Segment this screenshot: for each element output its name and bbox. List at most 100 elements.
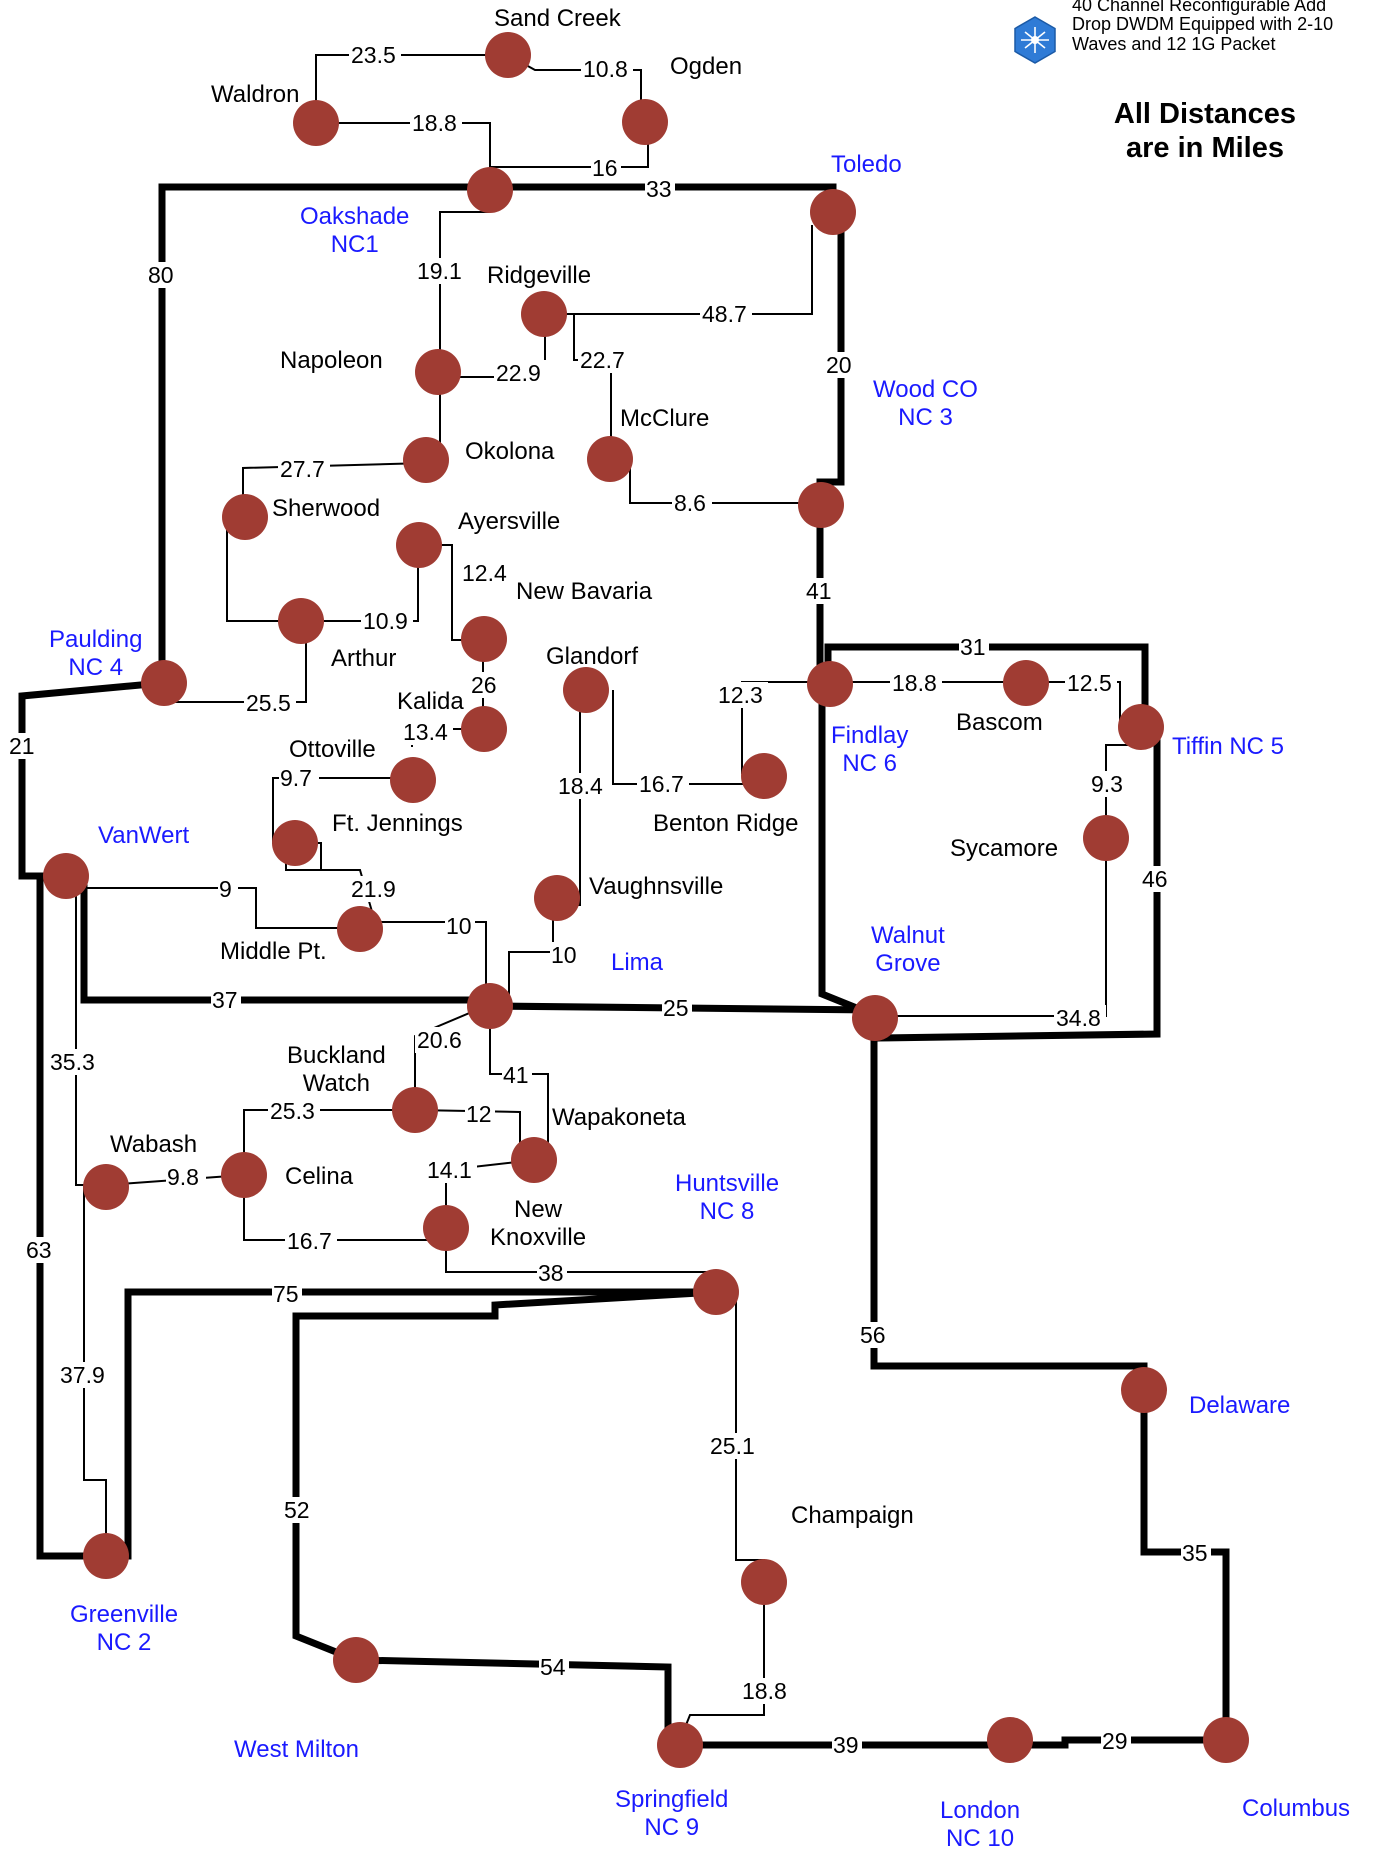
label-toledo: Toledo <box>831 151 902 178</box>
dist-25-5: 25.5 <box>246 690 291 716</box>
dist-25-1: 25.1 <box>710 1433 755 1459</box>
label-delaware: Delaware <box>1189 1392 1291 1419</box>
label-west-milton: West Milton <box>234 1736 359 1763</box>
label-wabash: Wabash <box>110 1131 198 1158</box>
dist-12-3: 12.3 <box>718 682 763 708</box>
node-sycamore[interactable] <box>1083 815 1129 861</box>
node-huntsville[interactable] <box>693 1269 739 1315</box>
dist-46: 46 <box>1142 866 1168 892</box>
node-ridgeville[interactable] <box>521 291 567 337</box>
node-arthur[interactable] <box>278 598 324 644</box>
dist-75: 75 <box>273 1281 299 1307</box>
dist-18-4: 18.4 <box>558 773 603 799</box>
node-wabash[interactable] <box>83 1164 129 1210</box>
node-middle-pt[interactable] <box>337 906 383 952</box>
node-bascom[interactable] <box>1003 660 1049 706</box>
node-london[interactable] <box>987 1717 1033 1763</box>
label-champaign: Champaign <box>791 1502 914 1529</box>
dist-22-9: 22.9 <box>496 360 541 386</box>
node-benton-ridge[interactable] <box>741 753 787 799</box>
label-new-knoxville: New Knoxville <box>490 1196 587 1251</box>
node-waldron[interactable] <box>293 100 339 146</box>
label-kalida: Kalida <box>397 688 464 715</box>
node-wood-co[interactable] <box>798 482 844 528</box>
dist-18-8-champaign: 18.8 <box>742 1678 787 1704</box>
label-vanwert: VanWert <box>98 822 190 849</box>
label-ogden: Ogden <box>670 53 743 80</box>
dist-63: 63 <box>26 1237 52 1263</box>
node-springfield[interactable] <box>657 1722 703 1768</box>
node-okolona[interactable] <box>403 437 449 483</box>
node-vaughnsville[interactable] <box>534 875 580 921</box>
dist-16-7-celina: 16.7 <box>287 1228 332 1254</box>
dist-10-9: 10.9 <box>363 608 408 634</box>
node-findlay[interactable] <box>807 661 853 707</box>
node-champaign[interactable] <box>741 1559 787 1605</box>
node-wapakoneta[interactable] <box>511 1137 557 1183</box>
dist-16-7-benton: 16.7 <box>639 771 684 797</box>
link-vaughnsville-lima <box>508 890 554 1000</box>
label-findlay: Findlay NC 6 <box>831 722 909 777</box>
label-ottoville: Ottoville <box>289 736 376 763</box>
node-new-knoxville[interactable] <box>423 1205 469 1251</box>
node-columbus[interactable] <box>1203 1717 1249 1763</box>
dist-9-7: 9.7 <box>280 765 312 791</box>
node-tiffin[interactable] <box>1118 704 1164 750</box>
dist-38: 38 <box>538 1260 564 1286</box>
node-sand-creek[interactable] <box>485 32 531 78</box>
dist-48-7: 48.7 <box>702 301 747 327</box>
dist-21: 21 <box>9 733 35 759</box>
dist-37-9: 37.9 <box>60 1362 105 1388</box>
node-toledo[interactable] <box>810 189 856 235</box>
node-west-milton[interactable] <box>333 1637 379 1683</box>
dist-12-5: 12.5 <box>1067 670 1112 696</box>
node-oakshade[interactable] <box>467 167 513 213</box>
node-mcclure[interactable] <box>587 436 633 482</box>
distance-note: All Distances are in Miles <box>1113 98 1297 164</box>
label-tiffin: Tiffin NC 5 <box>1172 733 1285 760</box>
link-arthur-ayersville <box>301 545 419 622</box>
dwdm-add-drop-icon <box>1014 16 1056 64</box>
node-napoleon[interactable] <box>415 349 461 395</box>
node-kalida[interactable] <box>461 706 507 752</box>
label-paulding: Paulding NC 4 <box>49 626 143 681</box>
label-celina: Celina <box>285 1163 354 1190</box>
label-new-bavaria: New Bavaria <box>516 578 653 605</box>
link-toledo-ridgeville <box>544 225 813 315</box>
dist-18-8-waldron: 18.8 <box>412 110 457 136</box>
dist-35-3: 35.3 <box>50 1049 95 1075</box>
node-vanwert[interactable] <box>43 853 89 899</box>
dist-37: 37 <box>212 987 238 1013</box>
dist-27-7: 27.7 <box>280 456 325 482</box>
dist-19-1: 19.1 <box>417 258 462 284</box>
node-sherwood[interactable] <box>222 494 268 540</box>
dist-29: 29 <box>1102 1728 1128 1754</box>
legend-text: 40 Channel Reconfigurable Add Drop DWDM … <box>1072 0 1334 54</box>
trunk-walnutgrove-delaware <box>870 1015 1148 1390</box>
node-ft-jennings[interactable] <box>272 820 318 866</box>
node-ayersville[interactable] <box>396 522 442 568</box>
trunk-westmilton-springfield <box>355 1656 680 1749</box>
node-walnut-grove[interactable] <box>852 995 898 1041</box>
dist-9-3: 9.3 <box>1091 771 1123 797</box>
dist-23-5: 23.5 <box>351 42 396 68</box>
link-waldron-oakshade <box>316 122 491 187</box>
label-mcclure: McClure <box>620 405 710 432</box>
node-paulding[interactable] <box>141 660 187 706</box>
dist-52: 52 <box>284 1497 310 1523</box>
node-glandorf[interactable] <box>563 667 609 713</box>
label-waldron: Waldron <box>211 81 300 108</box>
node-celina[interactable] <box>221 1152 267 1198</box>
node-new-bavaria[interactable] <box>461 616 507 662</box>
label-vaughnsville: Vaughnsville <box>589 873 724 900</box>
dist-41-wapakoneta: 41 <box>503 1062 529 1088</box>
dist-8-6: 8.6 <box>674 490 706 516</box>
node-ogden[interactable] <box>622 99 668 145</box>
node-lima[interactable] <box>467 983 513 1029</box>
node-delaware[interactable] <box>1121 1367 1167 1413</box>
node-buckland[interactable] <box>392 1087 438 1133</box>
node-ottoville[interactable] <box>390 757 436 803</box>
node-greenville[interactable] <box>83 1533 129 1579</box>
label-ft-jennings: Ft. Jennings <box>332 810 463 837</box>
